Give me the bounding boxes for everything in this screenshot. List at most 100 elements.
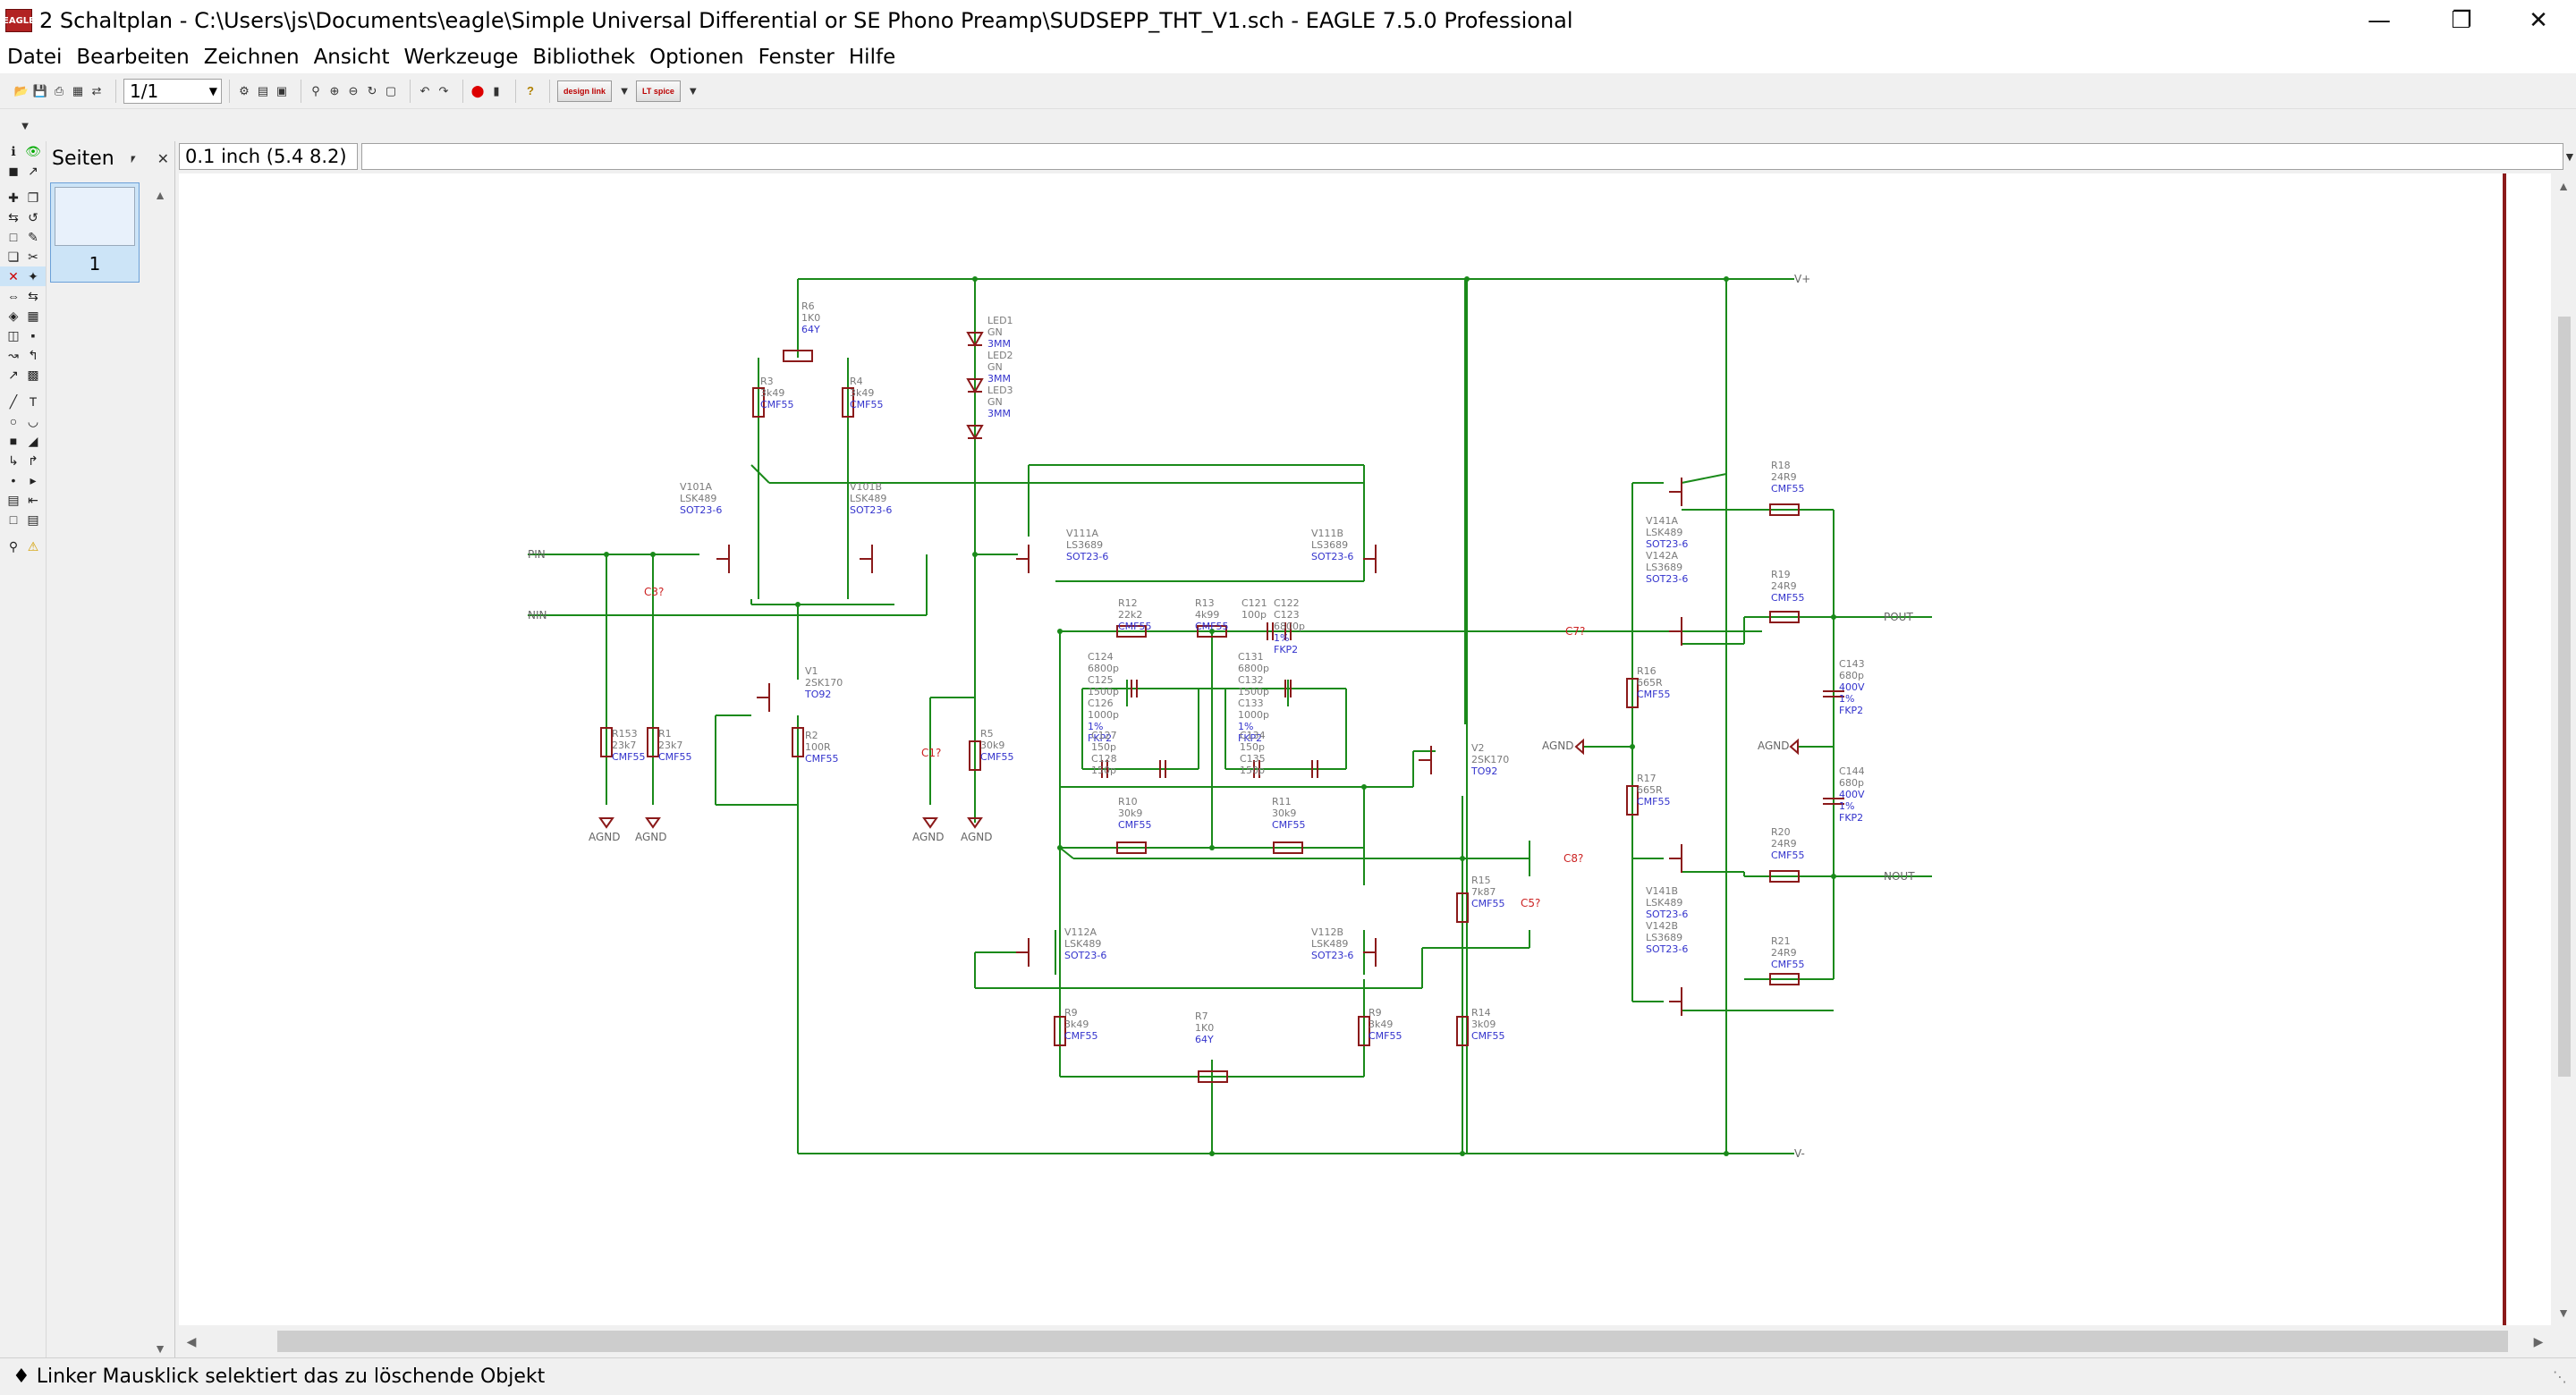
menu-datei[interactable]: Datei — [7, 46, 63, 69]
menu-optionen[interactable]: Optionen — [649, 46, 744, 69]
add-icon[interactable]: ✦ — [28, 268, 38, 283]
frame-icon[interactable]: □ — [9, 512, 18, 527]
scroll-up-icon[interactable]: ▲ — [2557, 179, 2570, 193]
mark-icon[interactable]: ↗ — [28, 163, 38, 178]
circle-icon[interactable]: ○ — [9, 414, 18, 428]
rect-icon[interactable]: ■ — [9, 434, 18, 448]
junction-icon[interactable]: • — [11, 473, 16, 487]
undo-icon[interactable]: ↶ — [419, 83, 430, 97]
scroll-left-icon[interactable]: ◀ — [186, 1333, 197, 1348]
pages-scrollbar[interactable]: ▲ ▼ — [146, 182, 174, 1361]
open-icon[interactable]: 📂 — [13, 83, 30, 97]
save-icon[interactable]: 💾 — [32, 83, 48, 97]
part-label-r6: R6 — [801, 300, 815, 312]
menu-zeichnen[interactable]: Zeichnen — [203, 46, 300, 69]
resize-grip-icon[interactable]: ⋱ — [2553, 1368, 2567, 1385]
redraw-icon[interactable]: ↻ — [367, 83, 377, 97]
horizontal-scrollbar[interactable]: ◀ ▶ — [179, 1325, 2551, 1357]
display-icon[interactable]: ◼ — [8, 163, 19, 178]
zoom-in-icon[interactable]: ⊕ — [329, 83, 340, 97]
menu-fenster[interactable]: Fenster — [758, 46, 835, 69]
menu-bearbeiten[interactable]: Bearbeiten — [76, 46, 190, 69]
arc-icon[interactable]: ◡ — [27, 413, 39, 428]
optimize-icon[interactable]: ▩ — [27, 367, 39, 382]
move-icon[interactable]: ✚ — [8, 190, 19, 205]
page-thumbnail[interactable]: 1 — [50, 182, 140, 283]
smash-icon[interactable]: ▪ — [30, 328, 36, 342]
modules-icon[interactable]: ▤ — [27, 512, 39, 527]
erc-icon[interactable]: ⚲ — [8, 538, 19, 554]
show-icon[interactable]: 👁 — [25, 143, 41, 158]
eagle-app-icon[interactable]: EAGLE — [3, 9, 35, 32]
designlink-button[interactable]: design link — [557, 80, 613, 102]
text-icon[interactable]: T — [29, 394, 38, 409]
menu-werkzeuge[interactable]: Werkzeuge — [403, 46, 519, 69]
chevron-down-icon[interactable]: ▼ — [618, 84, 631, 97]
miter-icon[interactable]: ↰ — [28, 347, 38, 362]
dimension-icon[interactable]: ⇤ — [28, 492, 38, 507]
replace-icon[interactable]: ⇆ — [28, 288, 38, 303]
ltspice-button[interactable]: LT spice — [636, 80, 681, 102]
scroll-right-icon[interactable]: ▶ — [2533, 1333, 2544, 1348]
menu-bibliothek[interactable]: Bibliothek — [532, 46, 636, 69]
split-icon[interactable]: ↝ — [8, 347, 19, 362]
mirror-icon[interactable]: ⇆ — [8, 209, 19, 224]
cam-icon[interactable]: ▦ — [72, 83, 84, 97]
zoom-select-icon[interactable]: ▢ — [385, 83, 397, 97]
wire-icon[interactable]: ╱ — [9, 393, 18, 409]
gateswap-icon[interactable]: ◈ — [8, 308, 19, 323]
chevron-down-icon[interactable]: ▼ — [2563, 149, 2576, 164]
attribute-icon[interactable]: ▤ — [7, 492, 20, 507]
redo-icon[interactable]: ↷ — [438, 83, 449, 97]
sheet-select[interactable]: 1/1 ▼ — [123, 78, 222, 104]
pinswap-icon[interactable]: ⇔ — [7, 289, 20, 303]
copy-icon[interactable]: ❐ — [27, 190, 39, 205]
close-icon[interactable]: ✕ — [157, 149, 169, 167]
help-icon[interactable]: ? — [527, 84, 534, 97]
vertical-scroll-thumb[interactable] — [2558, 317, 2571, 1077]
status-message: ♦ Linker Mausklick selektiert das zu lös… — [13, 1365, 546, 1388]
close-button[interactable]: ✕ — [2529, 7, 2548, 34]
change-icon[interactable]: ✎ — [28, 229, 38, 244]
rotate-icon[interactable]: ↺ — [28, 209, 38, 224]
delete-icon[interactable]: ✕ — [8, 268, 19, 283]
stop-icon[interactable]: ⬤ — [470, 83, 485, 97]
chevron-down-icon[interactable]: ▼ — [19, 118, 31, 132]
status-bar: ♦ Linker Mausklick selektiert das zu lös… — [0, 1357, 2576, 1395]
menu-hilfe[interactable]: Hilfe — [848, 46, 896, 69]
errors-icon[interactable]: ⚠ — [27, 538, 39, 554]
invoke-icon[interactable]: ↗ — [8, 367, 19, 382]
command-input[interactable] — [360, 143, 2564, 170]
toolbar-separator — [515, 79, 516, 103]
value-icon[interactable]: ◫ — [7, 327, 20, 342]
name-icon[interactable]: ▦ — [27, 308, 39, 323]
ulp-icon[interactable]: ▣ — [275, 83, 288, 97]
use-library-icon[interactable]: ⚙ — [239, 83, 250, 97]
restore-button[interactable]: ❐ — [2451, 7, 2472, 34]
schematic-canvas[interactable]: V+ V- PIN NIN POUT NOUT AGND AGND AGND A… — [179, 173, 2551, 1325]
bus-icon[interactable]: ↳ — [8, 452, 19, 468]
horizontal-scroll-thumb[interactable] — [277, 1331, 2508, 1352]
script-icon[interactable]: ▤ — [257, 83, 269, 97]
scroll-down-icon[interactable]: ▼ — [2557, 1306, 2570, 1320]
pin-icon[interactable]: ⎖ — [127, 149, 140, 166]
zoom-fit-icon[interactable]: ⚲ — [311, 83, 320, 97]
paste-icon[interactable]: ❏ — [7, 249, 20, 264]
menu-ansicht[interactable]: Ansicht — [313, 46, 390, 69]
print-icon[interactable]: ⎙ — [54, 83, 64, 97]
group-icon[interactable]: □ — [9, 230, 18, 244]
chevron-down-icon[interactable]: ▼ — [687, 84, 699, 97]
net-icon[interactable]: ↱ — [28, 452, 38, 468]
info-icon[interactable]: ℹ — [11, 143, 16, 158]
label-icon[interactable]: ▸ — [30, 472, 37, 487]
part-label-c124: C125 — [1088, 674, 1114, 686]
vertical-scrollbar[interactable]: ▲ ▼ — [2551, 173, 2576, 1325]
polygon-icon[interactable]: ◢ — [28, 433, 38, 448]
zoom-out-icon[interactable]: ⊖ — [348, 83, 359, 97]
scroll-up-icon[interactable]: ▲ — [154, 188, 166, 202]
go-icon[interactable]: ▮ — [493, 83, 500, 97]
cut-icon[interactable]: ✂ — [28, 249, 38, 264]
scroll-down-icon[interactable]: ▼ — [154, 1341, 166, 1356]
minimize-button[interactable]: — — [2368, 7, 2391, 34]
board-switch-icon[interactable]: ⇄ — [91, 83, 102, 97]
